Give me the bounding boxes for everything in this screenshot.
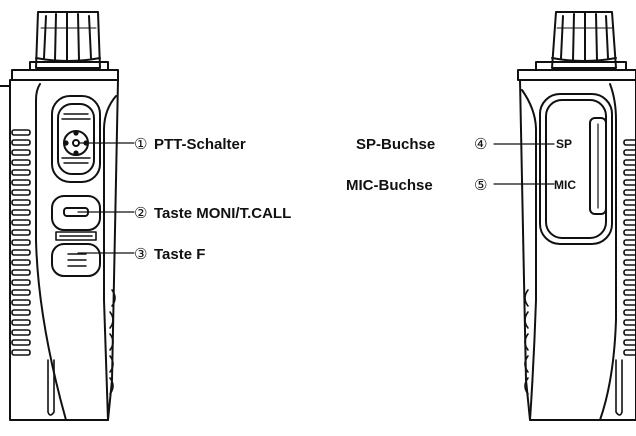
left-radio-side-view	[0, 11, 135, 421]
right-grille	[623, 139, 636, 356]
mic-jack-label: MIC	[554, 178, 576, 192]
f-key-button	[51, 243, 101, 277]
callout-1-label: PTT-Schalter	[154, 136, 246, 153]
jack-cover	[539, 93, 613, 245]
callout-1-number: ①	[134, 135, 147, 153]
callout-4-number: ④	[474, 135, 487, 153]
callout-5-number: ⑤	[474, 176, 487, 194]
left-side-scallops	[109, 289, 116, 395]
callout-3-label: Taste F	[154, 246, 205, 263]
callout-3-number: ③	[134, 245, 147, 263]
left-knob	[35, 11, 101, 69]
sp-jack-label: SP	[556, 137, 572, 151]
right-radio-side-view	[493, 11, 636, 421]
left-grille	[11, 129, 31, 356]
callout-2-label: Taste MONI/T.CALL	[154, 205, 291, 222]
callout-4-label: SP-Buchse	[356, 136, 435, 153]
right-knob	[551, 11, 617, 69]
moni-tcall-button	[51, 195, 101, 231]
ptt-switch	[51, 95, 101, 183]
callout-5-label: MIC-Buchse	[346, 177, 433, 194]
callout-2-number: ②	[134, 204, 147, 222]
right-side-scallops	[524, 289, 529, 395]
